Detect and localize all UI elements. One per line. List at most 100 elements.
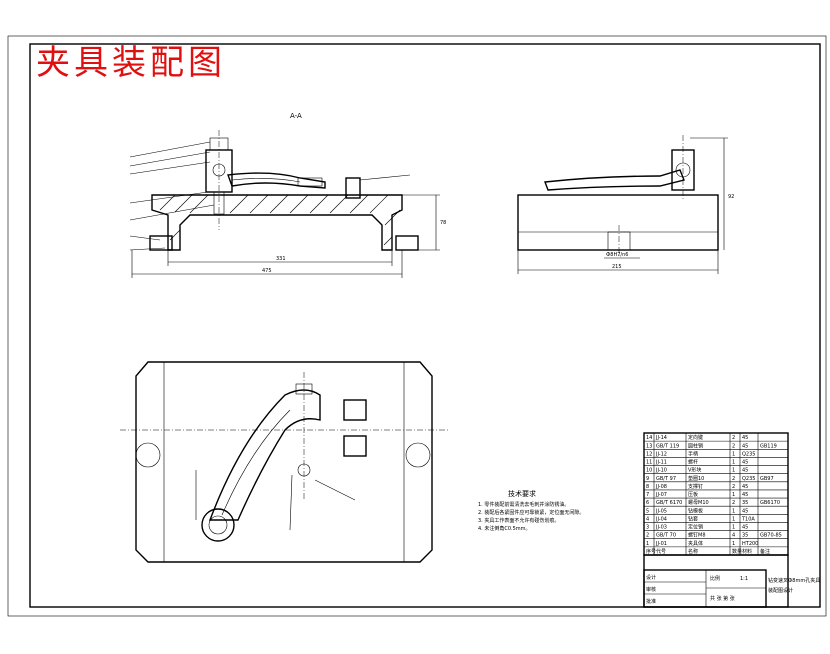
parts-row-code: JJ-08: [655, 484, 667, 490]
sheet-outer-border: [7, 35, 827, 617]
parts-row-no: 1: [646, 541, 649, 547]
parts-row-qty: 1: [732, 492, 735, 498]
parts-header-note: 备注: [760, 548, 770, 555]
parts-row-material: 45: [742, 525, 748, 531]
parts-row-code: JJ-11: [655, 460, 667, 466]
title-scale: 1:1: [740, 576, 748, 582]
parts-header-qty: 数量: [732, 548, 742, 555]
parts-row-material: HT200: [742, 541, 758, 547]
parts-row-name: 圆柱销: [688, 442, 703, 449]
parts-header-name: 名称: [688, 548, 698, 555]
parts-row-material: 45: [742, 484, 748, 490]
dim-height: 78: [440, 220, 446, 226]
parts-row-name: 支撑钉: [688, 483, 703, 490]
sheet-inner-border: [29, 43, 821, 608]
parts-row-no: 3: [646, 525, 649, 531]
parts-row-material: 35: [742, 500, 748, 506]
parts-row-qty: 2: [732, 500, 735, 506]
drawing-title: 夹具装配图: [36, 43, 226, 83]
parts-row-qty: 1: [732, 468, 735, 474]
parts-row-qty: 1: [732, 516, 735, 522]
parts-row-no: 4: [646, 516, 649, 522]
parts-row-code: JJ-07: [655, 492, 667, 498]
title-sheet: 共 张 第 张: [710, 595, 735, 602]
parts-row-no: 10: [646, 468, 652, 474]
parts-row-name: V形块: [688, 467, 701, 474]
parts-row-code: GB/T 119: [656, 443, 679, 449]
parts-row-material: 45: [742, 460, 748, 466]
parts-row-qty: 2: [732, 435, 735, 441]
parts-row-material: 45: [742, 435, 748, 441]
parts-row-code: GB/T 6170: [656, 500, 682, 506]
parts-row-qty: 2: [732, 443, 735, 449]
parts-row-no: 5: [646, 508, 649, 514]
dim-side-width: 215: [612, 264, 622, 270]
parts-row-qty: 1: [732, 541, 735, 547]
parts-row-code: JJ-10: [655, 468, 667, 474]
parts-row-no: 14: [646, 435, 652, 441]
parts-row-name: 钻模板: [688, 507, 703, 514]
parts-row-qty: 1: [732, 451, 735, 457]
parts-row-name: 压板: [688, 491, 698, 498]
top-view: [120, 361, 450, 563]
parts-row-note: GB97: [760, 476, 774, 482]
parts-header-material: 材料: [742, 548, 752, 555]
title-designer: 设计: [646, 574, 656, 581]
parts-row-qty: 2: [732, 484, 735, 490]
tech-req-line: 2. 装配后各紧固件应可靠锁紧，定位面无间隙。: [478, 509, 584, 516]
parts-row-name: 螺钉M8: [688, 532, 706, 539]
title-subtitle: 装配图设计: [768, 587, 793, 594]
dim-overall-width: 475: [262, 268, 272, 274]
parts-row-no: 11: [646, 460, 652, 466]
dim-inner-width: 331: [276, 256, 286, 262]
parts-row-material: Q235: [742, 476, 755, 482]
parts-row-code: JJ-01: [655, 541, 667, 547]
parts-row-name: 手柄: [688, 450, 698, 457]
parts-row-code: JJ-05: [655, 508, 667, 514]
parts-row-no: 13: [646, 443, 652, 449]
front-section-view: A-A: [129, 112, 446, 278]
parts-row-code: GB/T 70: [656, 533, 676, 539]
parts-row-note: GB6170: [760, 500, 780, 506]
dim-side-height: 92: [728, 194, 734, 200]
parts-row-qty: 1: [732, 525, 735, 531]
tech-req-line: 1. 零件装配前需清洗去毛刺并涂防锈油。: [478, 501, 569, 508]
title-scale-label: 比例: [710, 575, 720, 582]
tech-req-line: 3. 夹具工作表面不允许有碰伤划痕。: [478, 517, 559, 524]
tech-req-line: 4. 未注倒角C0.5mm。: [478, 525, 531, 532]
parts-row-name: 定向键: [688, 434, 703, 441]
parts-row-no: 6: [646, 500, 649, 506]
technical-requirements: 技术要求 1. 零件装配前需清洗去毛刺并涂防锈油。 2. 装配后各紧固件应可靠锁…: [478, 489, 584, 532]
parts-row-no: 8: [646, 484, 649, 490]
dim-side-fit: Ф8H7/n6: [606, 252, 628, 258]
parts-row-no: 7: [646, 492, 649, 498]
parts-row-material: 45: [742, 492, 748, 498]
side-view: 215 92 Ф8H7/n6: [517, 135, 734, 274]
parts-row-qty: 2: [732, 476, 735, 482]
parts-row-material: 45: [742, 468, 748, 474]
parts-row-no: 2: [646, 533, 649, 539]
section-label: A-A: [290, 112, 302, 120]
parts-row-code: GB/T 97: [656, 476, 676, 482]
parts-row-material: 35: [742, 533, 748, 539]
parts-header-code: 代号: [656, 548, 666, 555]
parts-row-material: 45: [742, 508, 748, 514]
parts-row-material: Q235: [742, 451, 755, 457]
tech-req-heading: 技术要求: [508, 489, 536, 498]
parts-row-qty: 4: [732, 533, 735, 539]
parts-row-no: 12: [646, 451, 652, 457]
title-approver: 批准: [646, 598, 656, 605]
parts-row-qty: 1: [732, 508, 735, 514]
title-drawing-name: 钻变速叉Ф8mm孔夹具: [768, 577, 820, 584]
parts-row-material: 45: [742, 443, 748, 449]
title-block: 钻变速叉Ф8mm孔夹具 装配图设计 设计 审核 批准 比例 1:1 共 张 第 …: [643, 554, 820, 608]
title-checker: 审核: [646, 586, 656, 593]
parts-row-name: 螺杆: [688, 459, 698, 466]
parts-row-name: 螺母M10: [688, 499, 709, 506]
parts-row-note: GB119: [760, 443, 777, 449]
parts-row-name: 定位销: [688, 524, 703, 531]
parts-row-note: GB70-85: [760, 533, 782, 539]
parts-row-code: JJ-14: [655, 435, 667, 441]
